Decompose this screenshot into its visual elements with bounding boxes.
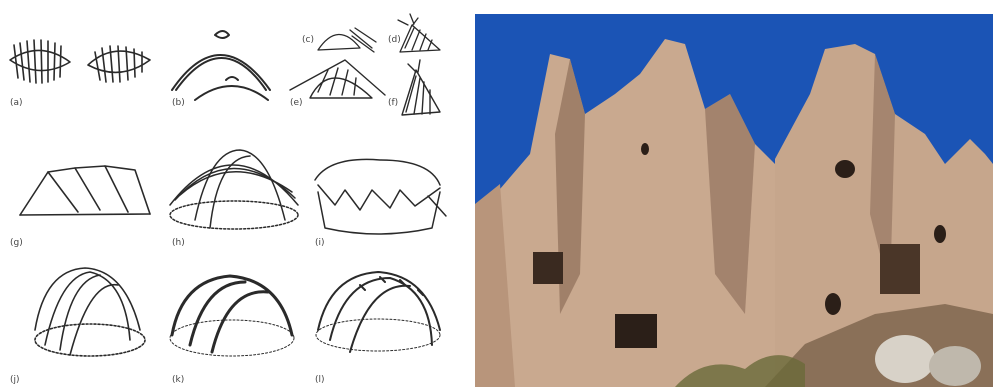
cave-opening [880,244,920,294]
boulder [929,346,981,386]
label-k: (k) [172,375,184,385]
drawing-f [402,60,440,115]
label-l: (l) [315,375,325,385]
label-f: (f) [388,98,398,108]
label-d: (d) [388,35,401,45]
label-c: (c) [302,35,314,45]
drawing-l [316,272,440,352]
rock-formation-photo [475,14,993,387]
cave-opening [641,143,649,155]
drawing-k [170,276,294,356]
drawing-i [315,159,446,234]
drawing-j [35,268,145,356]
drawing-e [290,60,385,98]
label-i: (i) [315,238,325,248]
boulder [875,335,935,383]
cave-opening [825,293,841,315]
cave-opening [533,252,563,284]
drawing-a [10,40,150,83]
cappadocia-cave-scene [475,14,993,387]
label-a: (a) [10,98,23,108]
drawing-c [318,28,376,52]
cave-opening [934,225,946,243]
drawing-d [398,14,440,52]
drawing-g [20,166,150,215]
label-b: (b) [172,98,185,108]
drawing-b [172,31,270,100]
shelter-diagram-panel: (a) (b) (c) (d) (e) (f) (g) (h) (i) (j) … [0,0,468,387]
label-h: (h) [172,238,185,248]
drawing-h [170,150,298,229]
label-j: (j) [10,375,20,385]
shelter-line-drawings [0,0,468,387]
cave-opening [835,160,855,178]
label-e: (e) [290,98,303,108]
cave-opening [615,314,657,348]
label-g: (g) [10,238,23,248]
